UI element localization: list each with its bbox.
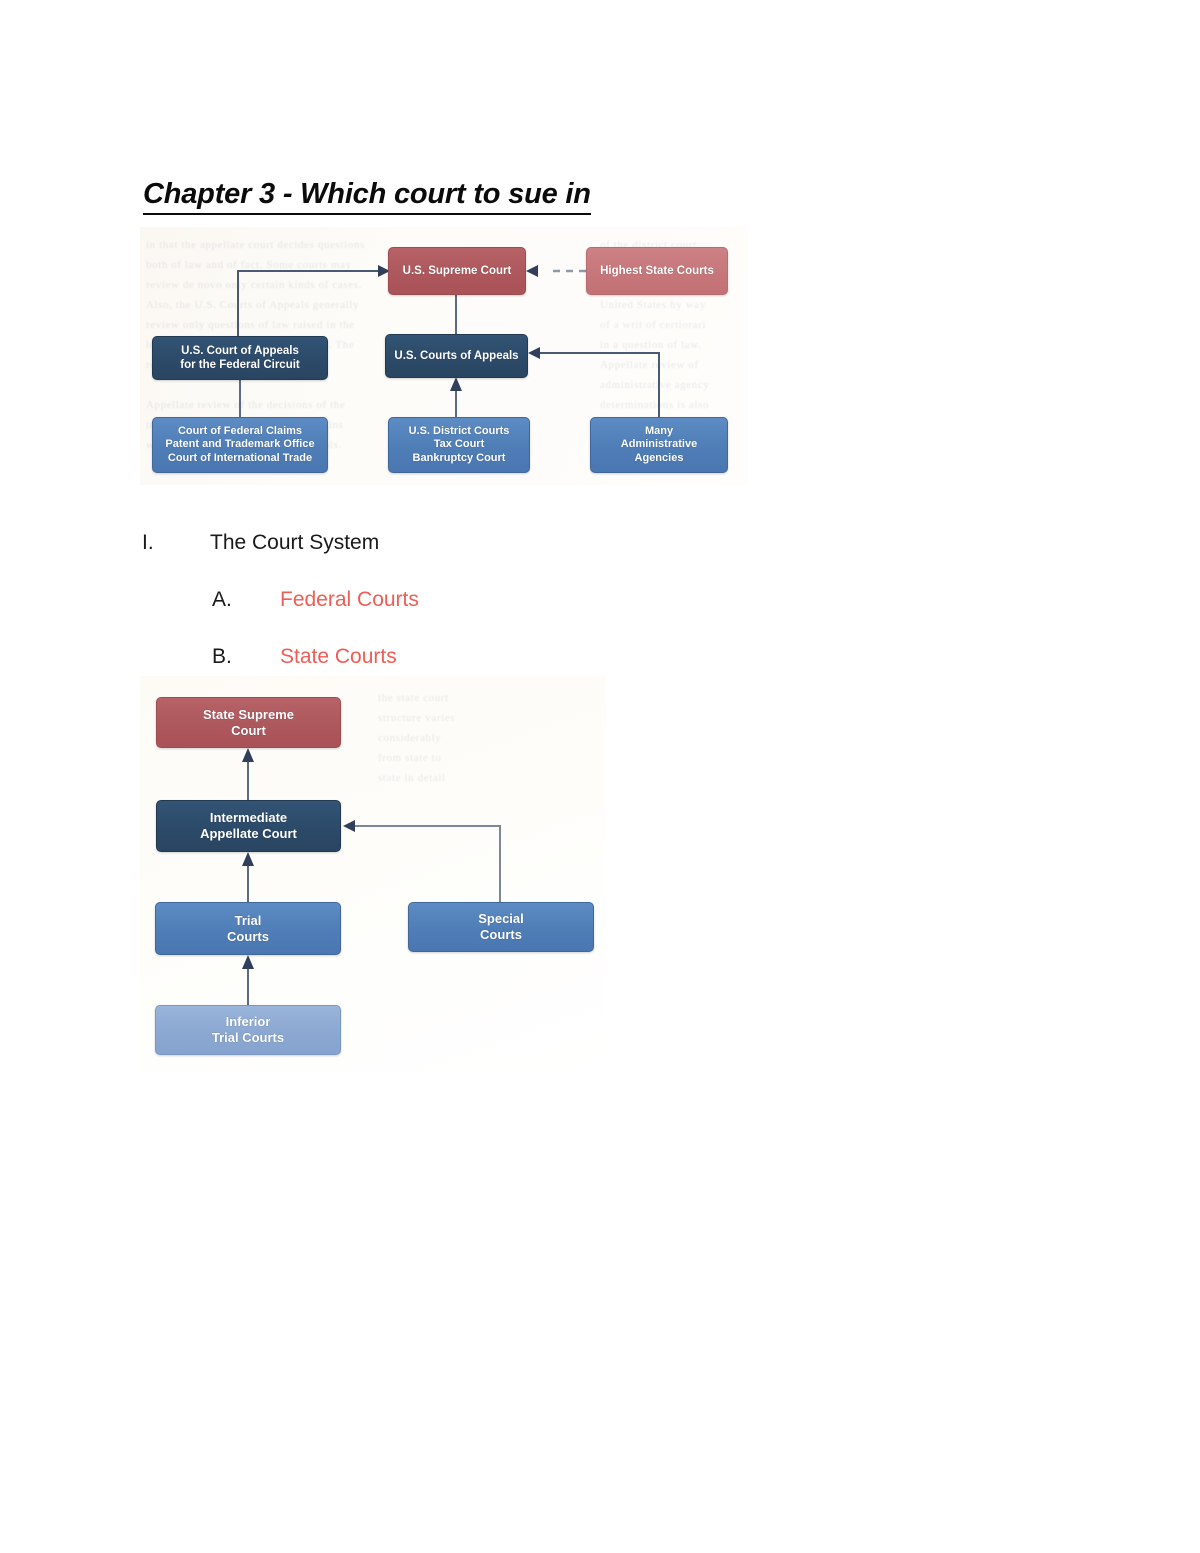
node-trial-courts-line-2: Courts [227,928,269,944]
node-inferior-trial-courts-line-1: Inferior [225,1014,271,1030]
node-federal-claims-line-1: Court of Federal Claims [177,424,303,437]
node-district-courts-line-3: Bankruptcy Court [412,451,506,464]
node-special-courts-line-1: Special [478,911,524,927]
node-district-courts-line-2: Tax Court [433,438,485,451]
node-trial-courts-line-1: Trial [234,912,262,928]
outline-item-state-courts: B. State Courts [212,645,397,669]
outline-marker-roman-i: I. [142,531,154,554]
state-court-system-figure: the state court structure varies conside… [140,676,606,1072]
node-special-courts-line-2: Courts [480,927,522,942]
outline-label-federal-courts: Federal Courts [280,588,419,611]
node-us-courts-of-appeals-label: U.S. Courts of Appeals [394,349,519,362]
node-many-administrative-agencies: Many Administrative Agencies [590,417,728,473]
node-federal-claims-line-2: Patent and Trademark Office [165,438,315,451]
node-agencies-line-1: Many [644,424,674,437]
federal-court-system-figure: in that the appellate court decides ques… [140,227,748,485]
node-federal-claims-line-3: Court of International Trade [167,451,313,464]
node-highest-state-courts-label: Highest State Courts [600,264,714,277]
node-intermediate-appellate-court: Intermediate Appellate Court [156,800,341,852]
scan-ghost-text-state: the state court structure varies conside… [378,692,456,784]
outline-item-the-court-system: I. The Court System [142,531,379,555]
node-appellate-line-1: Intermediate [209,810,288,826]
outline-marker-a: A. [212,588,232,611]
node-highest-state-courts: Highest State Courts [586,247,728,295]
outline-label-the-court-system: The Court System [210,531,380,554]
node-us-district-courts-group: U.S. District Courts Tax Court Bankruptc… [388,417,530,473]
node-special-courts: Special Courts [408,902,594,952]
node-trial-courts: Trial Courts [155,902,341,955]
node-us-supreme-court-label: U.S. Supreme Court [402,264,512,277]
node-federal-circuit-line-2: for the Federal Circuit [180,359,300,371]
node-district-courts-line-1: U.S. District Courts [408,424,510,437]
node-agencies-line-2: Administrative [620,438,698,451]
node-state-supreme-line-1: State Supreme [202,706,295,722]
outline-item-federal-courts: A. Federal Courts [212,588,419,612]
node-agencies-line-3: Agencies [634,451,684,464]
node-state-supreme-line-2: Court [231,722,266,738]
node-us-courts-of-appeals: U.S. Courts of Appeals [385,334,528,378]
node-appellate-line-2: Appellate Court [200,826,297,841]
node-us-court-of-appeals-federal-circuit: U.S. Court of Appeals for the Federal Ci… [152,336,328,380]
node-federal-circuit-line-1: U.S. Court of Appeals [181,344,299,357]
node-us-supreme-court: U.S. Supreme Court [388,247,526,295]
node-inferior-trial-courts-line-2: Trial Courts [211,1030,285,1045]
outline-label-state-courts: State Courts [280,645,397,668]
node-state-supreme-court: State Supreme Court [156,697,341,748]
outline-marker-b: B. [212,645,232,668]
node-inferior-trial-courts: Inferior Trial Courts [155,1005,341,1055]
node-court-of-federal-claims-group: Court of Federal Claims Patent and Trade… [152,417,328,473]
page-title: Chapter 3 - Which court to sue in [143,178,591,215]
